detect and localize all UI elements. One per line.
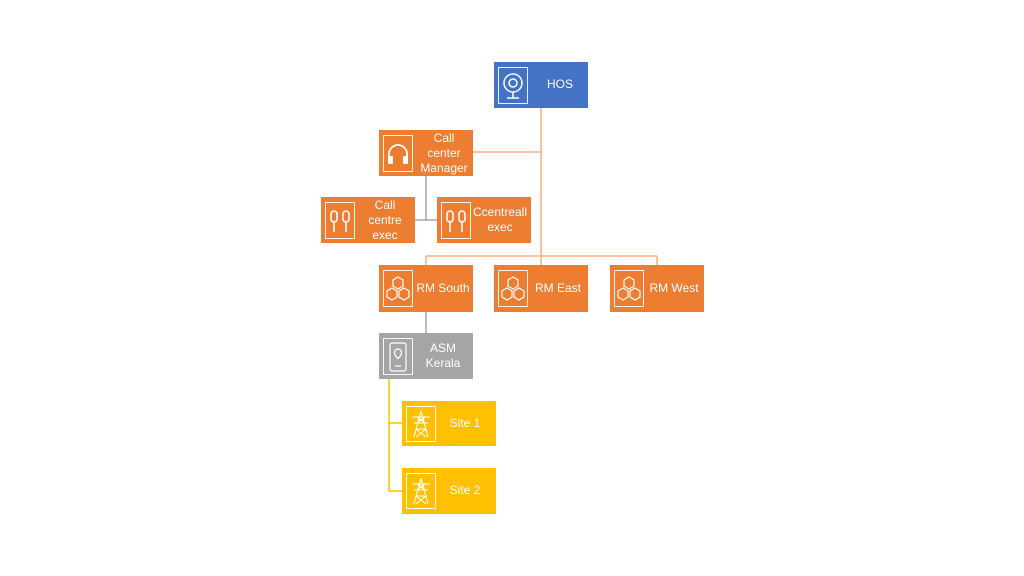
node-label: RM West bbox=[649, 281, 699, 295]
cubes-icon bbox=[383, 270, 413, 307]
node-hos[interactable]: HOS bbox=[494, 62, 588, 108]
node-rm-east[interactable]: RM East bbox=[494, 265, 588, 312]
cubes-icon bbox=[614, 270, 644, 307]
node-label: Site 2 bbox=[449, 483, 481, 497]
map-phone-icon bbox=[383, 338, 413, 375]
node-ccentreall-exec[interactable]: Ccentreall exec bbox=[437, 197, 531, 243]
node-label: RM South bbox=[416, 281, 470, 295]
node-label: Call center Manager bbox=[420, 131, 468, 175]
earbuds-icon bbox=[441, 202, 471, 239]
node-rm-west[interactable]: RM West bbox=[610, 265, 704, 312]
earbuds-icon bbox=[325, 202, 355, 239]
headphones-icon bbox=[383, 135, 413, 172]
node-asm-kerala[interactable]: ASM Kerala bbox=[379, 333, 473, 379]
cubes-icon bbox=[498, 270, 528, 307]
node-label: HOS bbox=[546, 77, 573, 91]
transmission-tower-icon bbox=[406, 473, 436, 509]
node-call-centre-exec[interactable]: Call centre exec bbox=[321, 197, 415, 243]
node-label: Ccentreall exec bbox=[472, 205, 528, 234]
webcam-icon bbox=[498, 67, 528, 104]
node-label: Call centre exec bbox=[368, 198, 402, 242]
node-call-center-manager[interactable]: Call center Manager bbox=[379, 130, 473, 176]
node-site-2[interactable]: Site 2 bbox=[402, 468, 496, 514]
transmission-tower-icon bbox=[406, 406, 436, 442]
node-site-1[interactable]: Site 1 bbox=[402, 401, 496, 446]
node-label: ASM Kerala bbox=[425, 341, 461, 370]
node-label: RM East bbox=[534, 281, 581, 295]
node-label: Site 1 bbox=[449, 416, 481, 430]
node-rm-south[interactable]: RM South bbox=[379, 265, 473, 312]
